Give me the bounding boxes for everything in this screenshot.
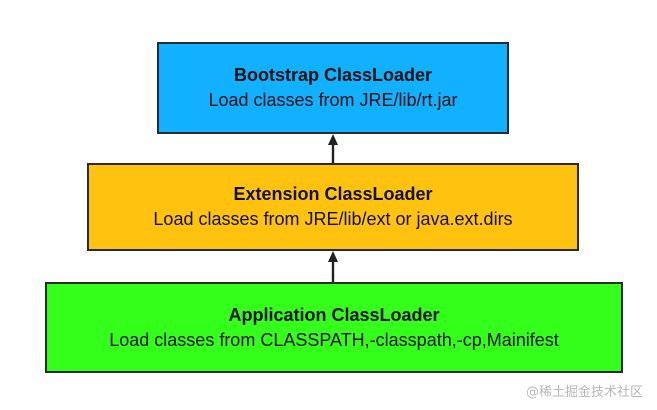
watermark-text: @稀土掘金技术社区 [525, 385, 643, 400]
extension-classloader-desc: Load classes from JRE/lib/ext or java.ex… [153, 209, 513, 229]
application-classloader-title: Application ClassLoader [228, 304, 440, 325]
extension-classloader-title: Extension ClassLoader [233, 184, 433, 204]
extension-classloader-box: Extension ClassLoader Load classes from … [87, 163, 579, 251]
bootstrap-classloader-title: Bootstrap ClassLoader [233, 65, 433, 85]
arrow-application-to-extension [328, 251, 338, 282]
application-classloader-desc: Load classes from CLASSPATH,-classpath,-… [109, 329, 559, 350]
bootstrap-classloader-desc: Load classes from JRE/lib/rt.jar [208, 90, 458, 110]
application-classloader-box: Application ClassLoader Load classes fro… [45, 282, 623, 373]
bootstrap-classloader-box: Bootstrap ClassLoader Load classes from … [157, 42, 509, 134]
arrow-extension-to-bootstrap [328, 134, 338, 163]
